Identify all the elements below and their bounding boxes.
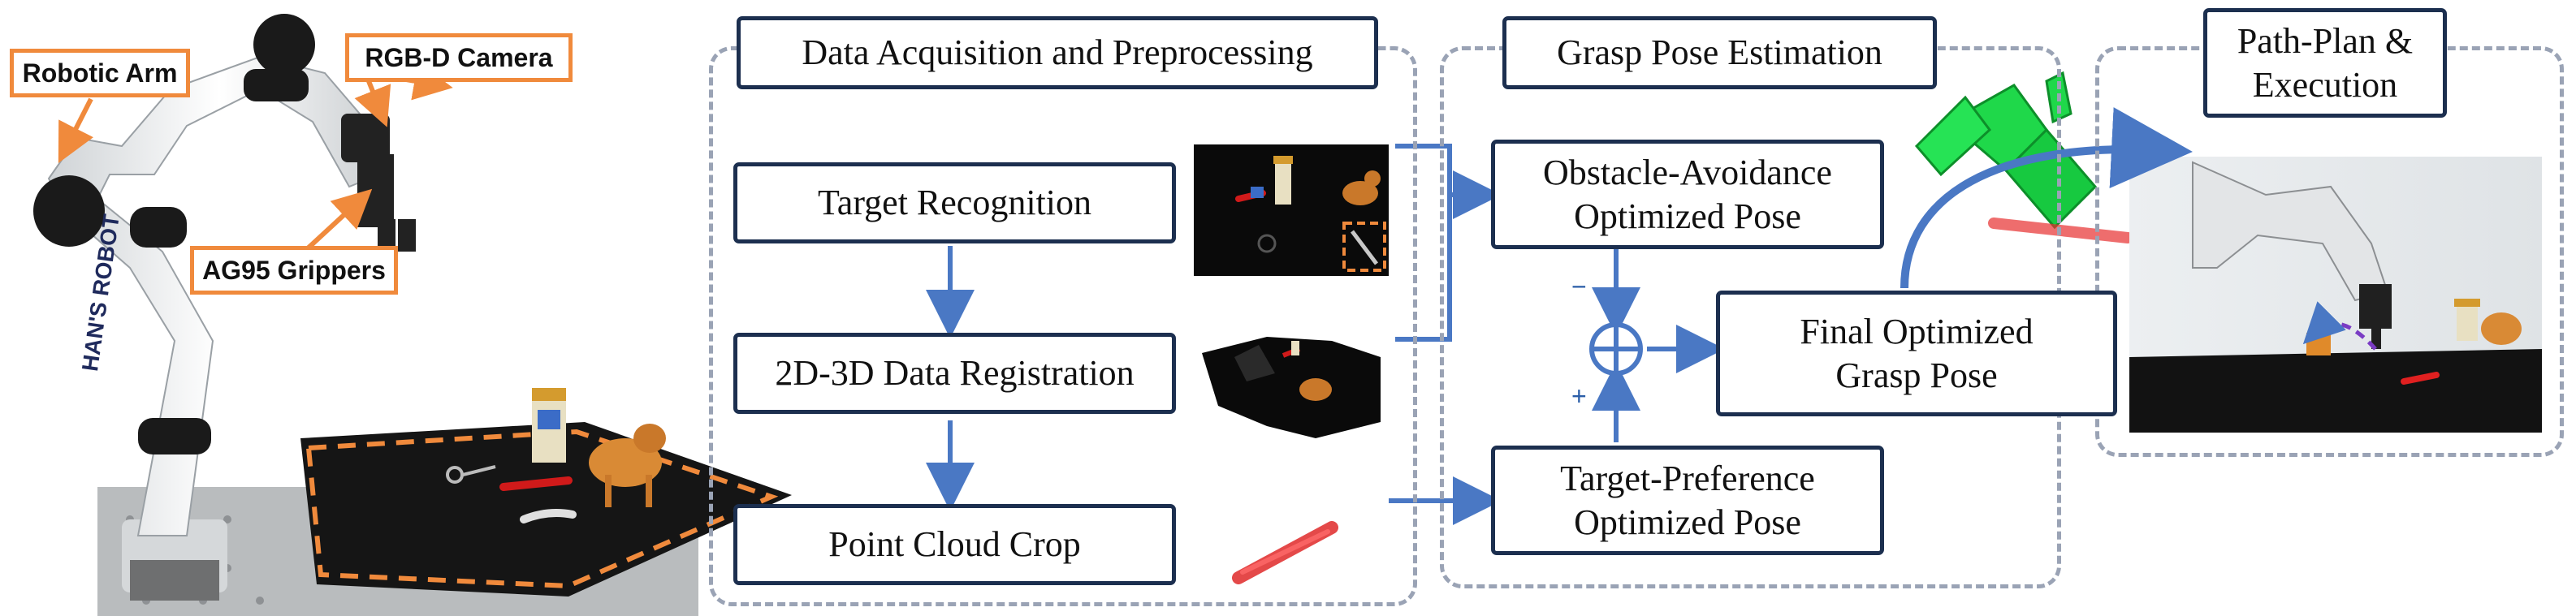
grasp-title: Grasp Pose Estimation bbox=[1502, 16, 1937, 89]
minus-sign: − bbox=[1571, 272, 1587, 301]
recognition-thumbnail bbox=[1194, 144, 1389, 276]
pointcloud-thumbnail bbox=[1232, 521, 1338, 584]
connectors bbox=[926, 107, 2193, 525]
obstacle-avoidance-box: Obstacle-Avoidance Optimized Pose bbox=[1491, 140, 1884, 249]
target-recognition-box: Target Recognition bbox=[733, 162, 1176, 243]
black-tray bbox=[300, 422, 792, 597]
registration-box: 2D-3D Data Registration bbox=[733, 333, 1176, 414]
point-cloud-crop-box: Point Cloud Crop bbox=[733, 504, 1176, 585]
camera-callout: RGB-D Camera bbox=[345, 33, 573, 82]
final-grasp-pose-box: Final Optimized Grasp Pose bbox=[1716, 291, 2117, 416]
gripper-callout: AG95 Grippers bbox=[190, 246, 398, 295]
robot-photo bbox=[0, 0, 792, 616]
path-plan-title: Path-Plan & Execution bbox=[2203, 8, 2447, 118]
execution-photo bbox=[2129, 157, 2542, 433]
sum-node bbox=[1589, 322, 1643, 376]
target-preference-box: Target-Preference Optimized Pose bbox=[1491, 446, 1884, 555]
registration-thumbnail bbox=[1202, 337, 1381, 438]
acquisition-title: Data Acquisition and Preprocessing bbox=[737, 16, 1378, 89]
tray-objects bbox=[446, 388, 666, 523]
plus-sign: + bbox=[1571, 381, 1587, 411]
robotic-arm-callout: Robotic Arm bbox=[10, 49, 190, 97]
